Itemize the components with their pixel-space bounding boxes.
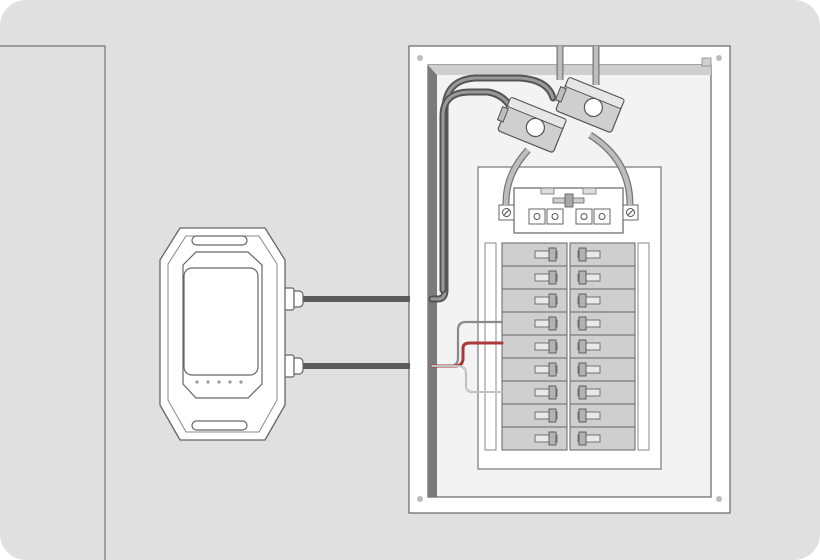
energy-monitor-hub-icon (159, 227, 304, 441)
panel-screw (716, 496, 722, 502)
circuit-breaker-icon (569, 311, 636, 336)
panel-screw (417, 496, 423, 502)
breaker-rail-left (484, 242, 497, 451)
branch-wires (430, 320, 504, 393)
panel-right-tab (701, 57, 712, 67)
service-conductors (502, 46, 634, 206)
circuit-breaker-icon (501, 357, 568, 382)
ct-lead-cables (428, 74, 557, 303)
hub-indicator-leds (195, 380, 243, 384)
circuit-breaker-icon (501, 334, 568, 359)
led-indicator-icon (239, 380, 243, 384)
panel-screw (716, 55, 722, 61)
panel-screw (417, 55, 423, 61)
circuit-breaker-icon (569, 242, 636, 267)
circuit-breaker-icon (501, 311, 568, 336)
circuit-breaker-icon (501, 242, 568, 267)
current-transformer-clamp-icon (496, 77, 625, 153)
circuit-breaker-icon (569, 357, 636, 382)
circuit-breaker-icon (569, 288, 636, 313)
circuit-breaker-icon (501, 426, 568, 451)
main-lug-block (498, 187, 639, 234)
circuit-breaker-icon (569, 265, 636, 290)
breaker-rail-right (637, 242, 650, 451)
circuit-breaker-icon (501, 380, 568, 405)
hub-cable-lower (300, 363, 410, 369)
panel-left-wall (428, 65, 437, 497)
circuit-breaker-icon (501, 265, 568, 290)
electrical-panel-icon (408, 45, 731, 514)
wall-edge-line (0, 45, 106, 560)
circuit-breaker-icon (501, 403, 568, 428)
circuit-breaker-icon (501, 288, 568, 313)
hub-cable-upper (300, 296, 410, 302)
panel-top-wall (428, 65, 711, 75)
circuit-breaker-icon (569, 426, 636, 451)
led-indicator-icon (195, 380, 199, 384)
circuit-breaker-icon (569, 403, 636, 428)
circuit-breaker-icon (569, 380, 636, 405)
led-indicator-icon (217, 380, 221, 384)
breaker-grid (501, 242, 636, 451)
led-indicator-icon (228, 380, 232, 384)
led-indicator-icon (206, 380, 210, 384)
circuit-breaker-icon (569, 334, 636, 359)
